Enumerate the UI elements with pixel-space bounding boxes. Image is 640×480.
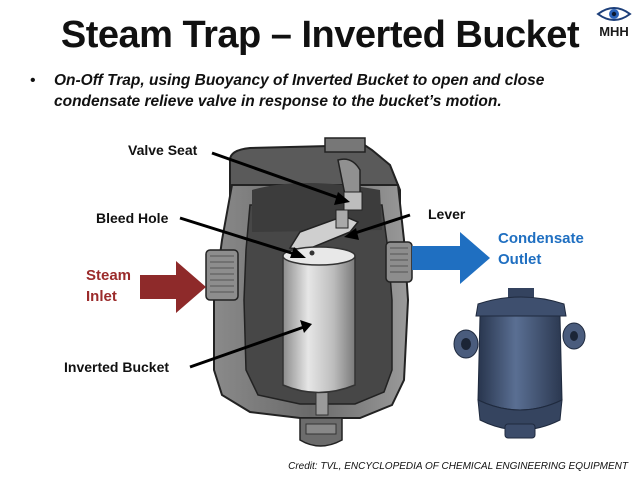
condensate-outlet-arrow: [412, 232, 490, 284]
label-lever: Lever: [428, 206, 465, 222]
label-outlet-line2: Outlet: [498, 249, 584, 270]
label-outlet-line1: Condensate: [498, 228, 584, 249]
label-steam-inlet: Steam Inlet: [86, 265, 131, 307]
label-condensate-outlet: Condensate Outlet: [498, 228, 584, 270]
credit-text: Credit: TVL, ENCYCLOPEDIA OF CHEMICAL EN…: [288, 461, 628, 472]
label-steam-inlet-line1: Steam: [86, 265, 131, 286]
label-inverted-bucket: Inverted Bucket: [64, 359, 169, 375]
label-bleed-hole: Bleed Hole: [96, 210, 168, 226]
label-valve-seat: Valve Seat: [128, 142, 197, 158]
label-steam-inlet-line2: Inlet: [86, 286, 131, 307]
steam-inlet-arrow: [140, 261, 206, 313]
inverted-bucket: [283, 247, 355, 393]
steam-trap-photo: [454, 288, 585, 438]
